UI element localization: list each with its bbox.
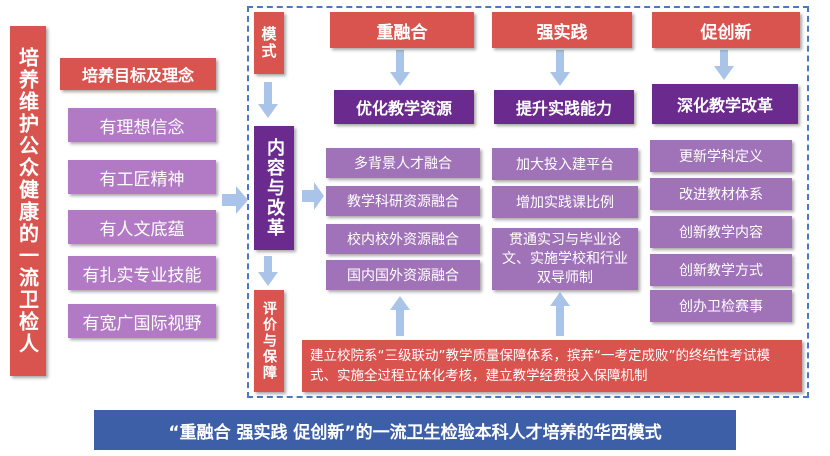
column-cell: 教学科研资源融合: [326, 186, 480, 216]
arrow-down-icon: [714, 50, 734, 80]
column-sub-innovation: 深化教学改革: [652, 84, 798, 124]
column-cell: 加大投入建平台: [492, 148, 638, 180]
column-sub-practice: 提升实践能力: [494, 90, 634, 124]
guarantee-box: 建立校院系“三级联动”教学质量保障体系，摈弃“一考定成败”的终结性考试模式、实施…: [302, 340, 802, 392]
arrow-right-icon: [302, 182, 324, 210]
column-top-practice: 强实践: [492, 12, 632, 48]
column-cell: 增加实践课比例: [492, 186, 638, 218]
mode-box: 模式: [254, 12, 284, 74]
column-cell: 创新教学内容: [650, 216, 792, 248]
left-item: 有理想信念: [68, 108, 216, 142]
arrow-down-icon: [258, 256, 278, 286]
left-item: 有扎实专业技能: [68, 256, 216, 290]
arrow-down-icon: [390, 50, 410, 86]
column-cell: 创新教学方式: [650, 254, 792, 286]
left-item: 有人文底蕴: [68, 210, 216, 244]
column-cell: 多背景人才融合: [326, 148, 480, 178]
column-sub-fusion: 优化教学资源: [334, 90, 474, 124]
left-item: 有工匠精神: [68, 160, 216, 194]
left-item: 有宽广国际视野: [68, 304, 216, 338]
arrow-down-icon: [550, 50, 570, 86]
content-reform-box: 内容与改革: [254, 126, 294, 250]
column-top-innovation: 促创新: [652, 12, 800, 48]
column-cell: 更新学科定义: [650, 140, 792, 172]
arrow-up-icon: [550, 292, 570, 336]
arrow-up-icon: [390, 296, 410, 336]
evaluation-box: 评价与保障: [254, 290, 284, 392]
footer-title: “重融合 强实践 促创新”的一流卫生检验本科人才培养的华西模式: [94, 410, 736, 450]
arrow-down-icon: [258, 82, 278, 118]
column-cell: 贯通实习与毕业论文、实施学校和行业双导师制: [492, 228, 638, 290]
column-cell: 改进教材体系: [650, 178, 792, 210]
column-cell: 国内国外资源融合: [326, 260, 480, 290]
left-header: 培养目标及理念: [60, 58, 216, 90]
left-title: 培养维护公众健康的一流卫检人: [10, 26, 46, 376]
diagram-frame: [247, 6, 809, 398]
column-cell: 创办卫检赛事: [650, 290, 792, 322]
column-top-fusion: 重融合: [330, 12, 474, 48]
arrow-right-icon: [222, 186, 248, 214]
column-cell: 校内校外资源融合: [326, 224, 480, 254]
